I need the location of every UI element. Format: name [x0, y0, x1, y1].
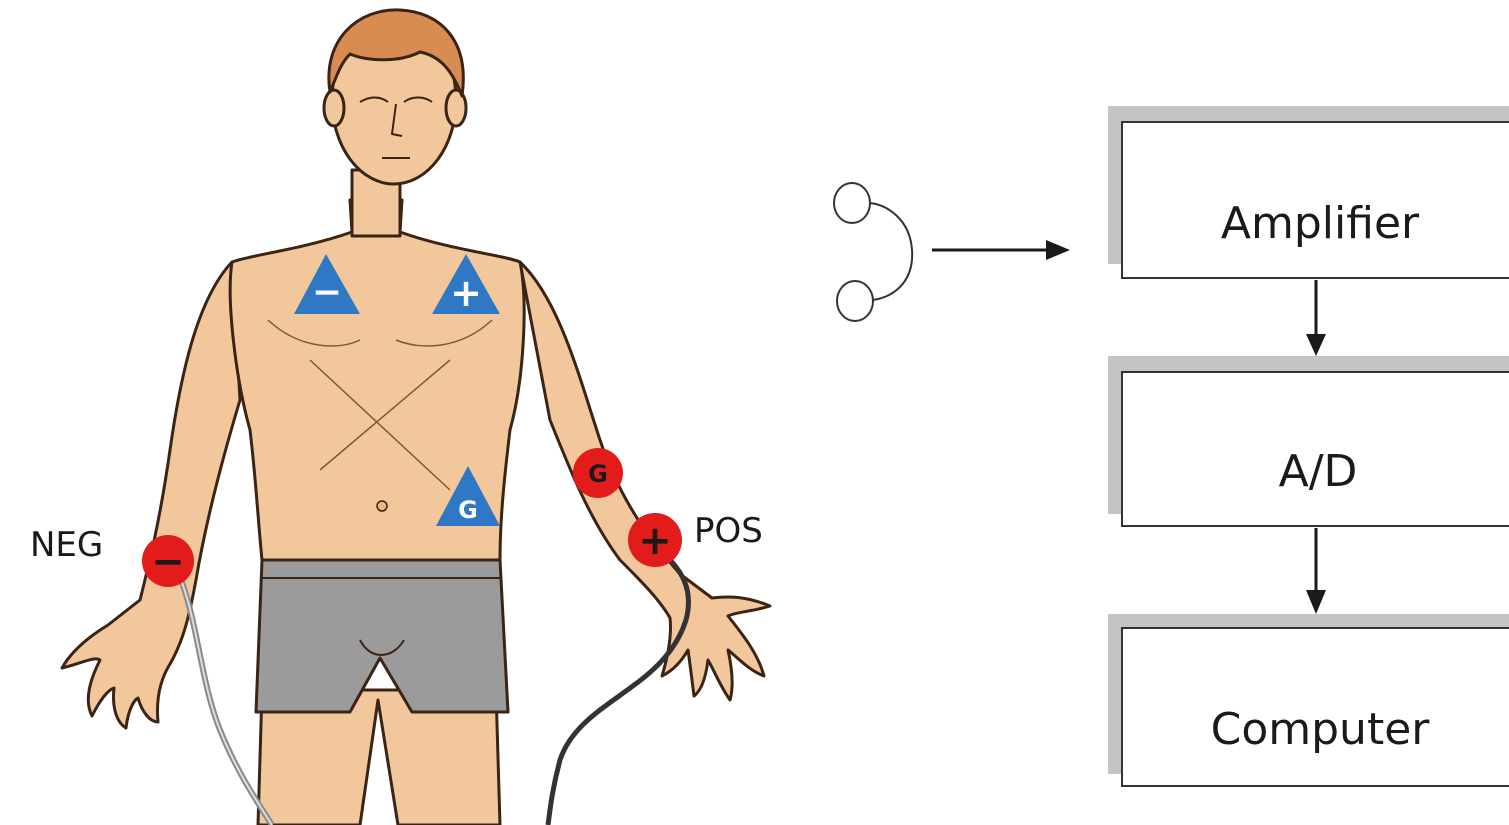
arm-ground-symbol: G: [588, 460, 608, 488]
electrode-pair-icon: [834, 183, 912, 321]
chest-ground-symbol: G: [458, 496, 478, 524]
ad-label: A/D: [1279, 446, 1358, 497]
left-arm: [62, 262, 240, 728]
chest-negative-symbol: −: [312, 272, 342, 313]
arm-positive-symbol: +: [638, 518, 672, 564]
amplifier-box: Amplifier: [1108, 106, 1509, 278]
chest-positive-symbol: +: [450, 271, 482, 315]
computer-box: Computer: [1108, 614, 1509, 786]
arm-negative-symbol: −: [151, 539, 185, 585]
arrow-amplifier-to-ad: [1306, 280, 1326, 356]
left-ear: [324, 90, 344, 126]
human-figure: [62, 10, 770, 825]
right-arm: [520, 262, 770, 700]
computer-label: Computer: [1211, 704, 1431, 755]
arrow-ad-to-computer: [1306, 528, 1326, 614]
ad-box: A/D: [1108, 356, 1509, 526]
amplifier-label: Amplifier: [1221, 198, 1420, 249]
input-arrow: [932, 240, 1070, 260]
arm-electrode-positive: +: [628, 513, 682, 567]
neg-label: NEG: [30, 525, 103, 565]
arm-electrode-ground: G: [573, 448, 623, 498]
arm-electrode-negative: −: [142, 535, 194, 587]
navel: [377, 501, 387, 511]
pos-label: POS: [694, 511, 763, 551]
